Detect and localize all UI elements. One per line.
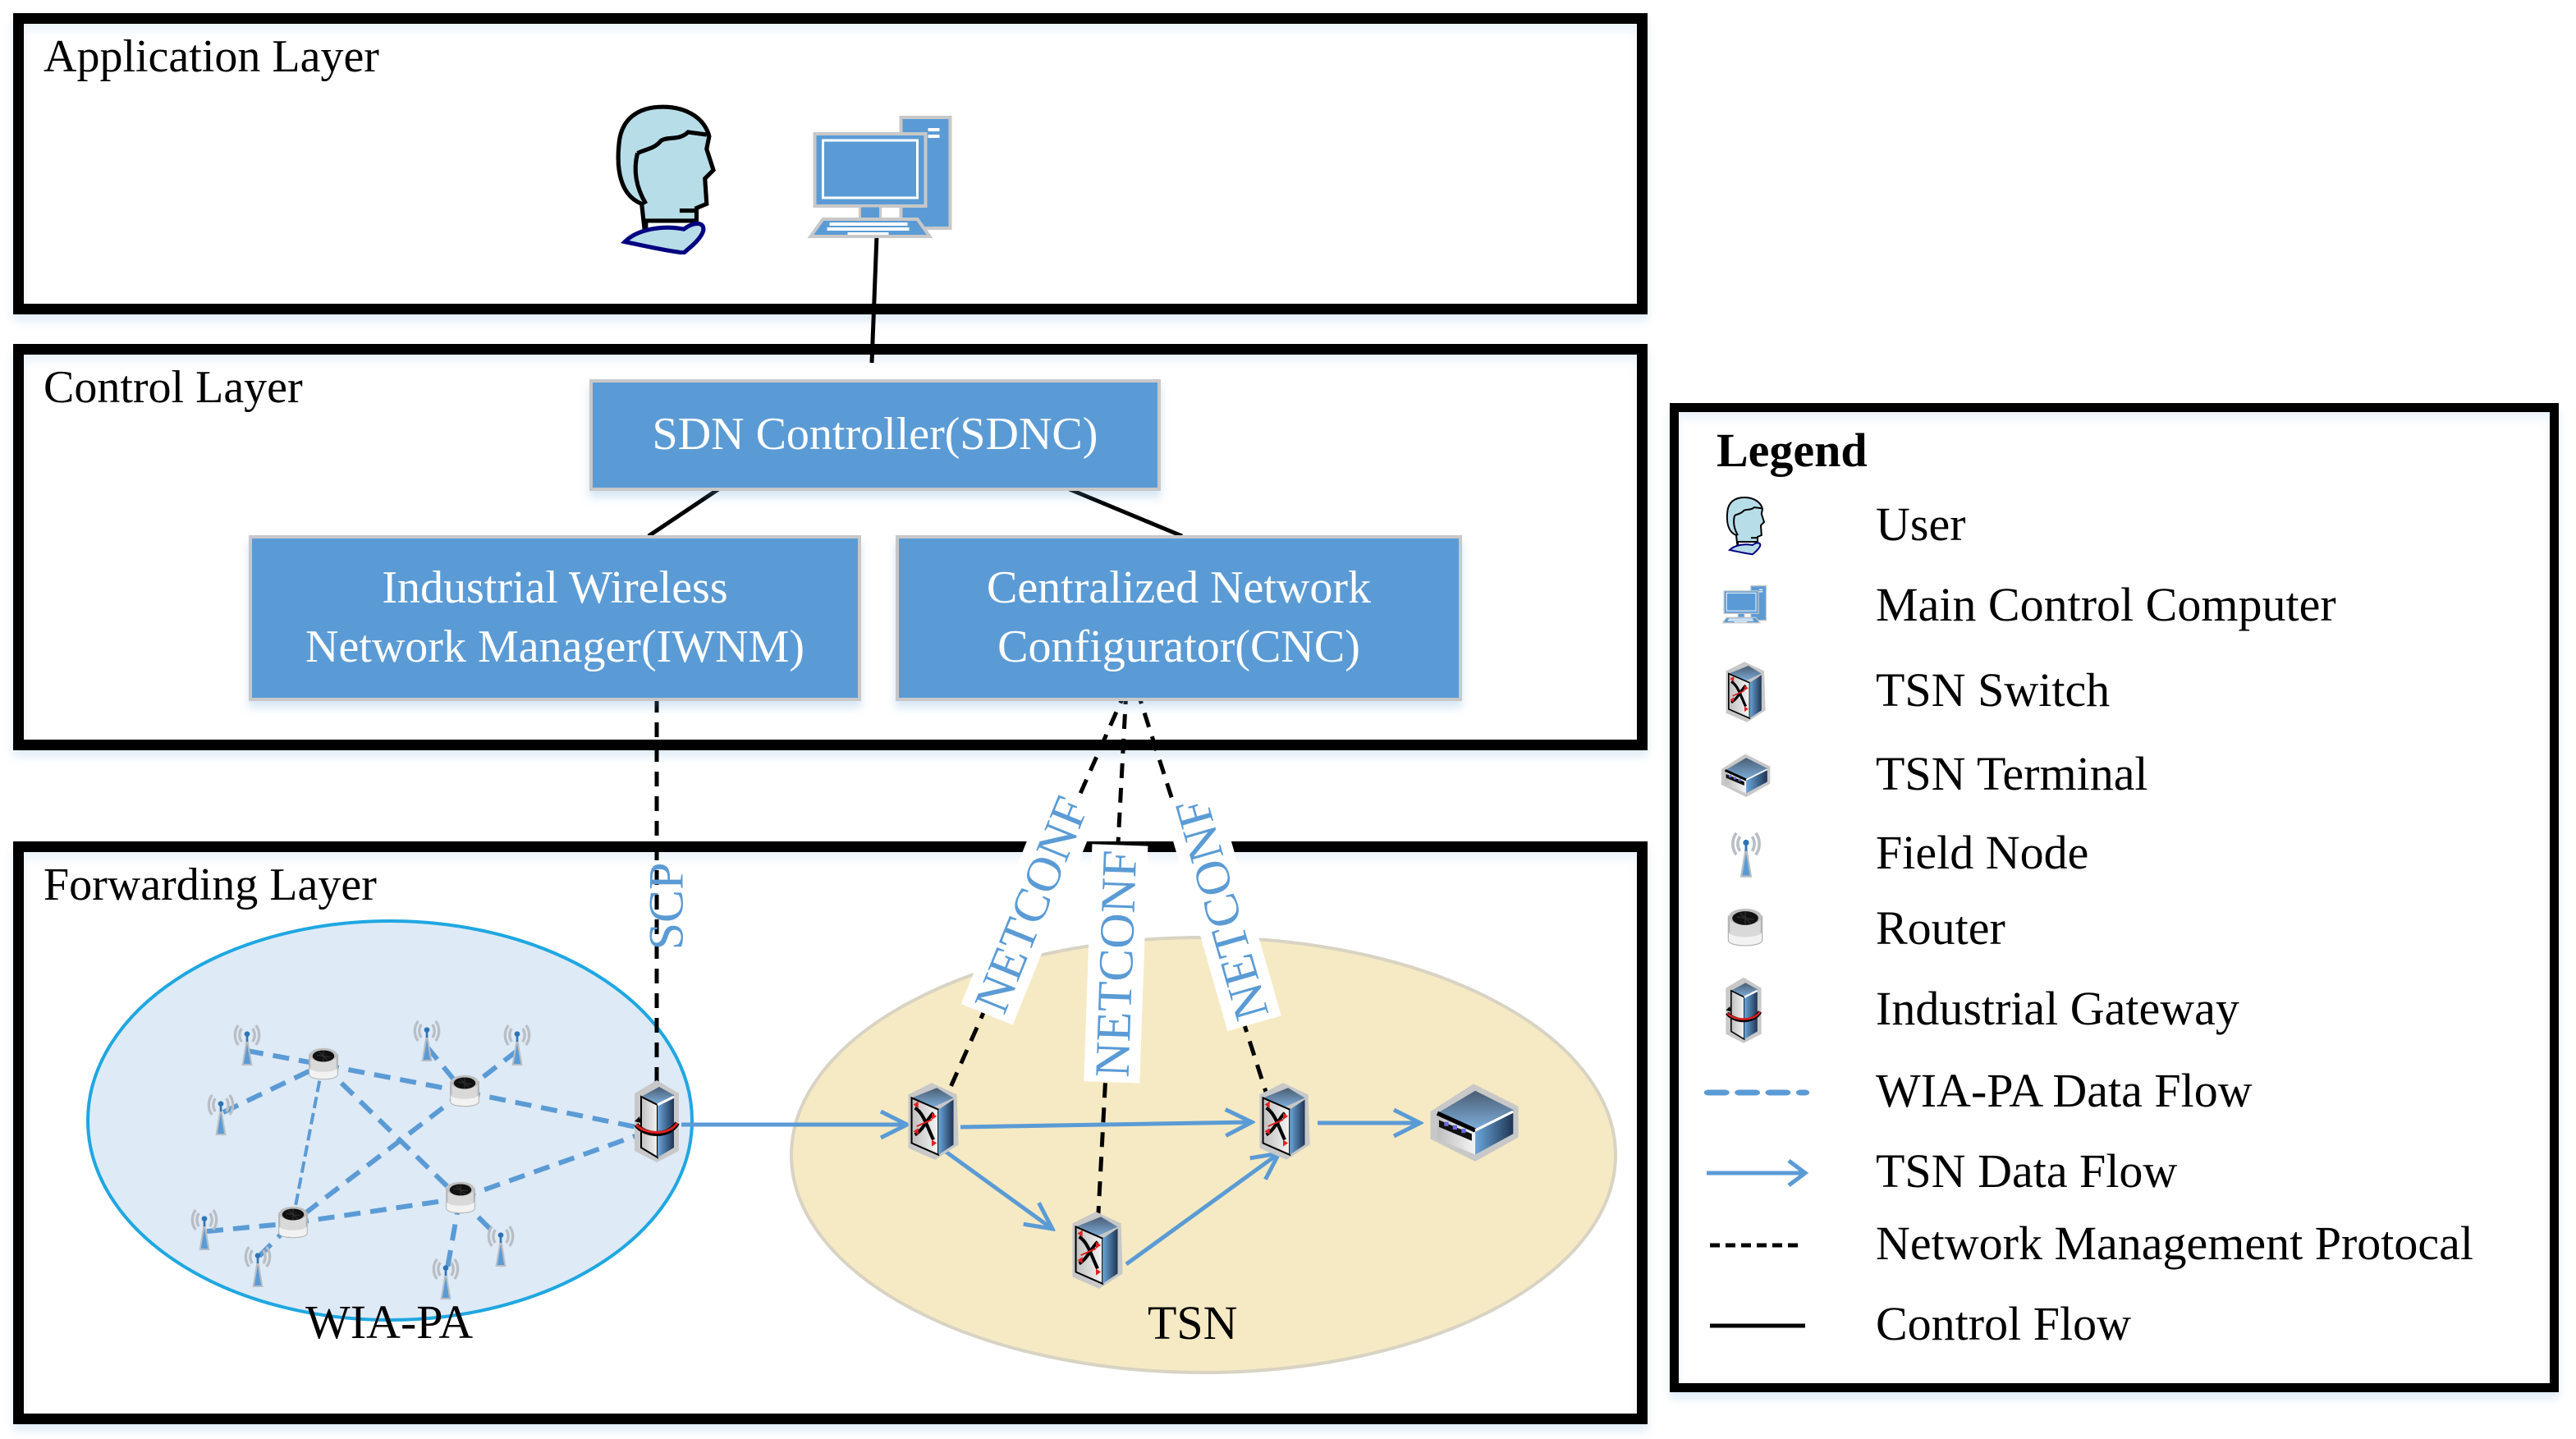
user-icon — [618, 107, 713, 253]
legend-label: TSN Data Flow — [1876, 1144, 2178, 1198]
wia-flow — [463, 1089, 645, 1131]
application-layer-title: Application Layer — [44, 31, 379, 82]
legend-label: TSN Terminal — [1876, 747, 2148, 800]
cnc-box: Centralized Network Configurator(CNC) — [896, 535, 1462, 701]
tsn-label: TSN — [1148, 1296, 1238, 1350]
tsn-switch-icon — [908, 1083, 958, 1160]
wia-flow — [322, 1062, 465, 1094]
wia-flow — [320, 1062, 462, 1201]
legend-item-user: User — [1679, 489, 2550, 563]
tsn-flow-s3-s2 — [1125, 1153, 1279, 1267]
wia-flow — [206, 1221, 293, 1234]
tsn-flow-s1-s3 — [941, 1147, 1052, 1229]
scp-label: SCP — [639, 862, 694, 951]
legend-label: Industrial Gateway — [1876, 982, 2239, 1035]
legend-label: Network Management Protocal — [1876, 1217, 2474, 1270]
legend-item-tsn-data-flow: TSN Data Flow — [1679, 1136, 2550, 1210]
forwarding-layer-title: Forwarding Layer — [44, 859, 377, 910]
legend-label: Field Node — [1876, 826, 2089, 879]
wia-flow — [291, 1089, 465, 1226]
legend-item-industrial-gateway: Industrial Gateway — [1679, 974, 2550, 1047]
legend-title: Legend — [1717, 424, 1868, 477]
field-node-icon — [1730, 831, 1762, 878]
legend-label: TSN Switch — [1876, 663, 2111, 717]
sdn-controller-label: SDN Controller(SDNC) — [652, 409, 1098, 461]
blue-dashed-line-icon — [1703, 1089, 1810, 1096]
tsn-switch-icon — [1072, 1212, 1122, 1289]
legend-label: User — [1876, 497, 1966, 551]
control-flow-sdnc-iwnm — [647, 485, 722, 538]
iwnm-box: Industrial Wireless Network Manager(IWNM… — [249, 535, 861, 701]
sdn-controller-box: SDN Controller(SDNC) — [589, 379, 1161, 491]
legend-item-tsn-switch: TSN Switch — [1679, 655, 2550, 729]
legend-item-computer: Main Control Computer — [1679, 570, 2550, 644]
black-dashed-line-icon — [1710, 1243, 1802, 1248]
tsn-switch-icon — [1259, 1083, 1309, 1160]
router-icon — [309, 1047, 338, 1080]
control-layer-title: Control Layer — [44, 362, 303, 413]
tsn-flow-s1-s2 — [960, 1122, 1252, 1127]
legend: Legend User Main Control Computer TSN Sw… — [1670, 403, 2559, 1392]
legend-item-router: Router — [1679, 893, 2550, 967]
wia-flow — [222, 1062, 324, 1115]
computer-icon — [1721, 584, 1767, 624]
application-layer: Application Layer — [13, 13, 1648, 314]
control-flow-lines — [647, 235, 1183, 538]
legend-item-tsn-terminal: TSN Terminal — [1679, 739, 2550, 813]
black-solid-line-icon — [1710, 1323, 1805, 1328]
router-icon — [1727, 907, 1763, 946]
wia-pa-network-area — [86, 919, 694, 1322]
legend-label: Main Control Computer — [1876, 578, 2336, 631]
cnc-label-line2: Configurator(CNC) — [997, 621, 1360, 672]
legend-label: WIA-PA Data Flow — [1876, 1064, 2253, 1117]
wia-flow — [291, 1064, 324, 1224]
wia-flow — [424, 1045, 466, 1093]
legend-label: Router — [1876, 901, 2005, 955]
wia-flow — [291, 1196, 461, 1226]
router-icon — [450, 1074, 479, 1107]
router-icon — [446, 1180, 475, 1214]
router-icon — [278, 1205, 308, 1239]
wia-flow — [458, 1130, 646, 1201]
blue-arrow-icon — [1707, 1159, 1809, 1187]
user-icon — [1726, 496, 1766, 556]
tsn-switch-icon — [1725, 660, 1767, 724]
control-flow-sdnc-cnc — [1065, 485, 1183, 538]
control-flow-computer-sdnc — [869, 235, 879, 364]
wia-pa-label: WIA-PA — [305, 1295, 474, 1349]
legend-item-wia-pa-data-flow: WIA-PA Data Flow — [1679, 1056, 2550, 1130]
main-control-computer-icon — [811, 117, 951, 236]
industrial-gateway-icon — [635, 1080, 679, 1162]
legend-item-network-management-protocol: Network Management Protocal — [1679, 1208, 2550, 1282]
tsn-terminal-icon — [1720, 752, 1772, 799]
tsn-data-flows — [681, 1122, 1420, 1267]
cnc-label-line1: Centralized Network — [986, 562, 1372, 614]
legend-label: Control Flow — [1876, 1297, 2131, 1350]
netconf-label-middle: NETCONF — [1084, 844, 1148, 1084]
legend-item-control-flow: Control Flow — [1679, 1289, 2550, 1363]
iwnm-label-line2: Network Manager(IWNM) — [305, 621, 804, 672]
industrial-gateway-icon — [1710, 974, 1776, 1047]
legend-item-field-node: Field Node — [1679, 818, 2550, 891]
iwnm-label-line1: Industrial Wireless — [382, 562, 728, 614]
